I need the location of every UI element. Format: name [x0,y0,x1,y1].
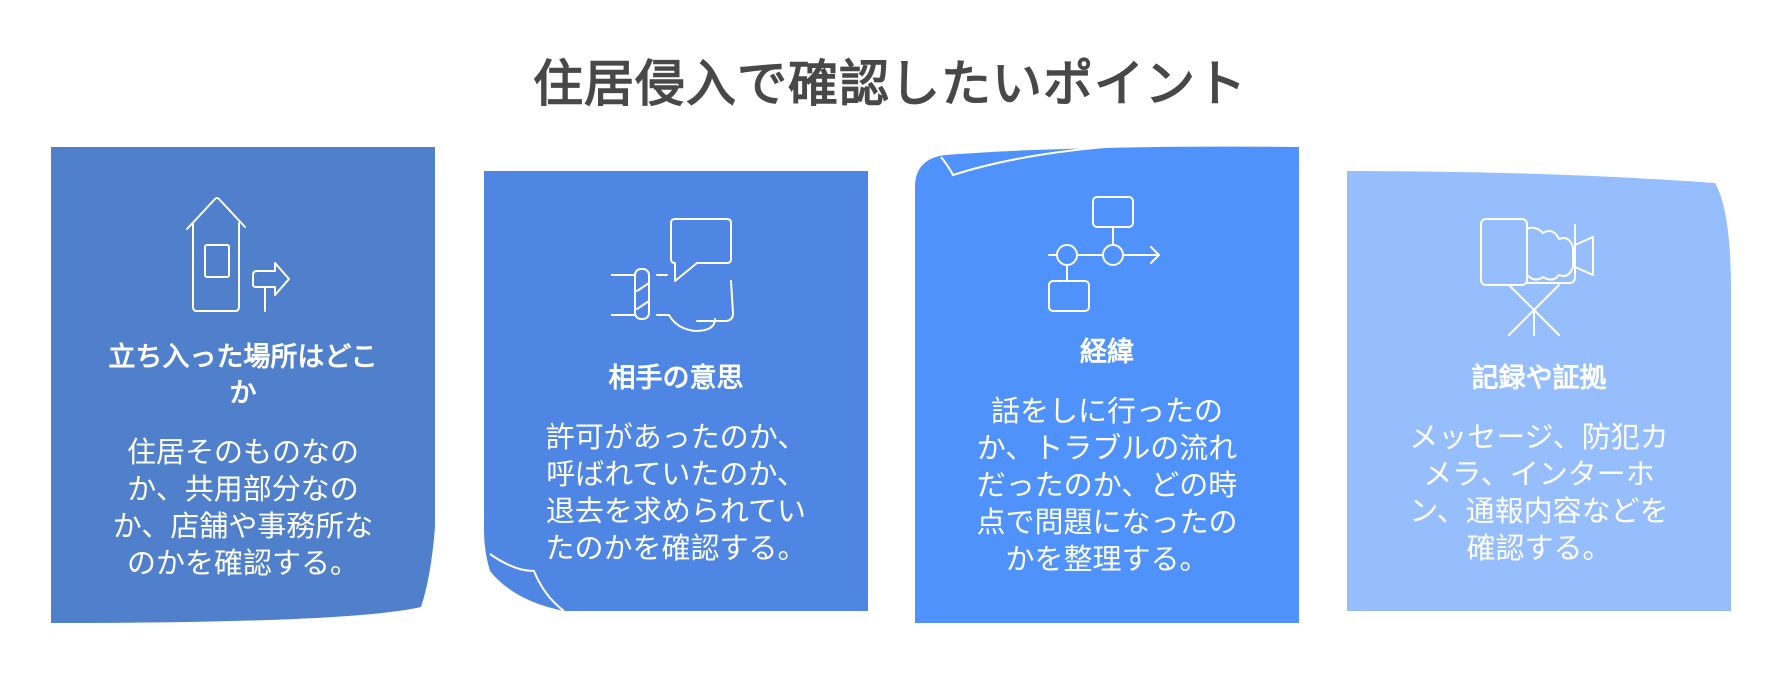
card-description: 住居そのものなのか、共用部分なのか、店舗や事務所なのかを確認する。 [112,435,374,580]
process-flow-icon [1047,195,1167,319]
card-heading: 立ち入った場所はどこか [108,342,378,409]
handshake-speech-icon [610,217,741,341]
card-background-story: 経緯 話をしに行ったのか、トラブルの流れだったのか、どの時点で問題になったのかを… [915,146,1299,623]
card-intent: 相手の意思 許可があったのか、呼ばれていたのか、退去を求められていたのかを確認す… [484,171,868,612]
card-description: メッセージ、防犯カメラ、インターホン、通報内容などを確認する。 [1409,420,1669,565]
card-description: 許可があったのか、呼ばれていたのか、退去を求められていたのかを確認する。 [545,420,807,565]
card-heading: 経緯 [1080,337,1134,368]
page-title: 住居侵入で確認したいポイント [533,55,1247,113]
card-background [1347,171,1731,611]
card-heading: 記録や証拠 [1471,363,1607,394]
card-background [915,146,1299,623]
card-records-evidence: 記録や証拠 メッセージ、防犯カメラ、インターホン、通報内容などを確認する。 [1347,171,1731,611]
card-location: 立ち入った場所はどこか 住居そのものなのか、共用部分なのか、店舗や事務所なのかを… [51,147,435,623]
video-camera-tripod-icon [1479,217,1599,341]
card-background [484,171,868,612]
house-signpost-icon [183,195,303,319]
card-heading: 相手の意思 [608,363,744,394]
card-description: 話をしに行ったのか、トラブルの流れだったのか、どの時点で問題になったのかを整理す… [976,394,1238,576]
card-background [51,147,435,623]
